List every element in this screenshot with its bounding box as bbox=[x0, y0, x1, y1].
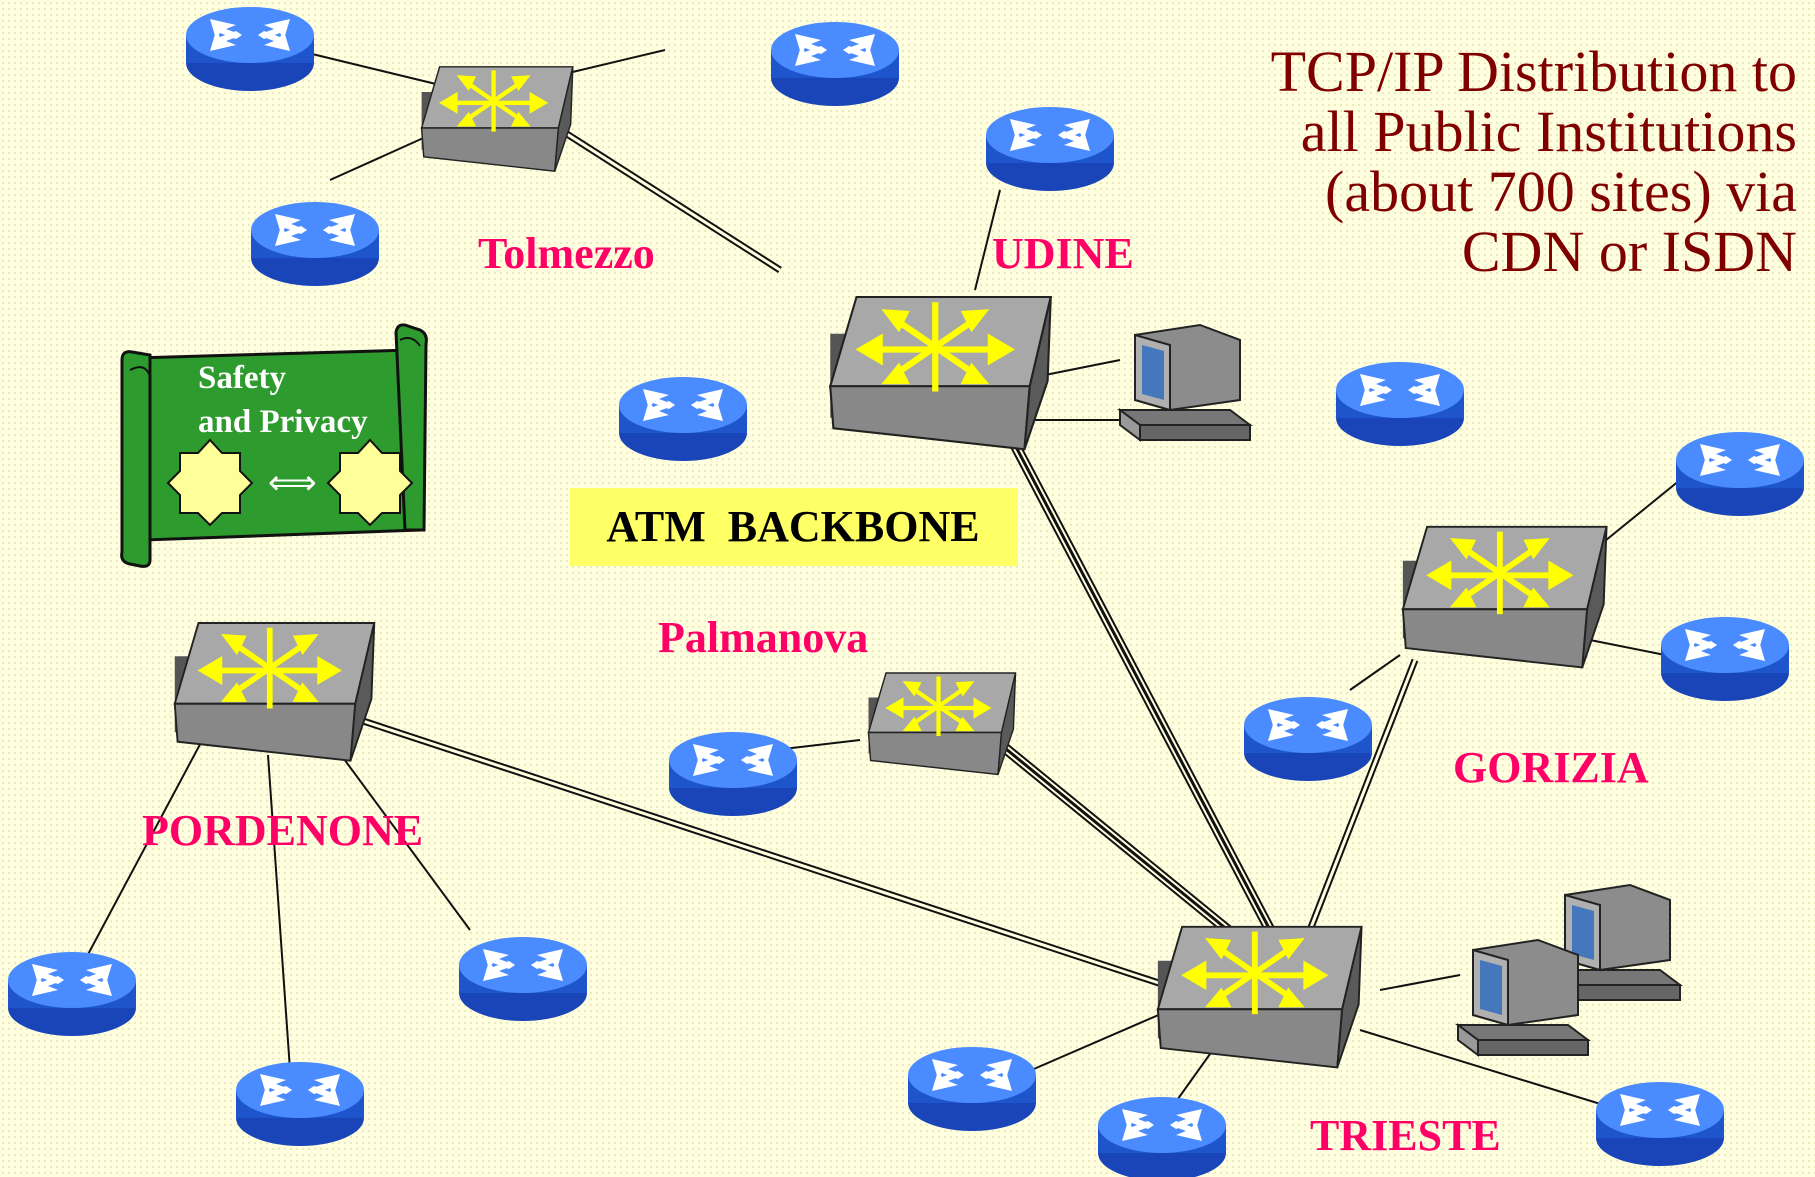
city-label-gorizia: GORIZIA bbox=[1453, 743, 1649, 792]
router-icon bbox=[908, 1047, 1036, 1131]
link-trieste-computer bbox=[1379, 974, 1461, 991]
link-trieste-router-a bbox=[1019, 1009, 1171, 1076]
router-icon bbox=[459, 937, 587, 1021]
banner-arrow: ⟺ bbox=[268, 463, 317, 503]
router-icon bbox=[8, 952, 136, 1036]
router-icon bbox=[771, 22, 899, 106]
city-label-pordenone: PORDENONE bbox=[142, 806, 423, 855]
city-label-palmanova: Palmanova bbox=[658, 613, 868, 662]
router-icon bbox=[986, 107, 1114, 191]
computer-icon bbox=[1119, 324, 1251, 441]
title-line-3: (about 700 sites) via bbox=[1325, 159, 1797, 224]
banner-line-2: and Privacy bbox=[198, 404, 368, 440]
link-trieste-router-c bbox=[1359, 1029, 1621, 1111]
atm-switch-icon bbox=[422, 67, 573, 171]
network-links bbox=[84, 44, 1681, 1111]
atm-switch-icon bbox=[1158, 927, 1362, 1068]
link-pordenone-router-b bbox=[267, 754, 291, 1071]
scroll-banner-icon: Safety and Privacy ⟺ bbox=[120, 323, 428, 568]
city-label-udine: UDINE bbox=[992, 229, 1134, 278]
link-gorizia-router-c bbox=[1349, 654, 1401, 691]
link-tolmezzo-router-c bbox=[329, 134, 431, 181]
router-icon bbox=[1244, 697, 1372, 781]
atm-switch-icon bbox=[869, 673, 1016, 775]
router-icon bbox=[619, 377, 747, 461]
star-right-icon bbox=[326, 438, 414, 527]
router-icon bbox=[669, 732, 797, 816]
link-tolmezzo-router-b bbox=[559, 49, 666, 76]
router-icon bbox=[1336, 362, 1464, 446]
atm-switch-icon bbox=[830, 297, 1051, 449]
title-line-1: TCP/IP Distribution to bbox=[1270, 39, 1797, 104]
router-icon bbox=[1676, 432, 1804, 516]
banner-line-1: Safety bbox=[198, 360, 286, 396]
router-icon bbox=[1098, 1097, 1226, 1177]
title-line-2: all Public Institutions bbox=[1300, 99, 1797, 164]
title-line-4: CDN or ISDN bbox=[1461, 219, 1797, 284]
computer-icon bbox=[1457, 939, 1589, 1056]
link-udine-router-top bbox=[974, 189, 1001, 291]
router-icon bbox=[251, 202, 379, 286]
router-icon bbox=[236, 1062, 364, 1146]
backbone-label: ATM BACKBONE bbox=[606, 502, 979, 551]
star-left-icon bbox=[166, 438, 254, 527]
city-label-tolmezzo: Tolmezzo bbox=[478, 229, 655, 278]
link-gorizia-router-a bbox=[1599, 479, 1681, 546]
link-gorizia-router-b bbox=[1589, 639, 1666, 656]
router-icon bbox=[1661, 617, 1789, 701]
diagram-title: TCP/IP Distribution to all Public Instit… bbox=[1271, 42, 1797, 282]
link-pordenone-router-a bbox=[84, 734, 206, 961]
atm-switch-icon bbox=[1403, 527, 1607, 668]
router-icon bbox=[1596, 1082, 1724, 1166]
router-icon bbox=[186, 7, 314, 91]
atm-switch-icon bbox=[175, 623, 375, 761]
link-pordenone-router-c bbox=[329, 739, 471, 931]
city-label-trieste: TRIESTE bbox=[1310, 1111, 1501, 1160]
backbone-label-box: ATM BACKBONE bbox=[570, 488, 1018, 566]
